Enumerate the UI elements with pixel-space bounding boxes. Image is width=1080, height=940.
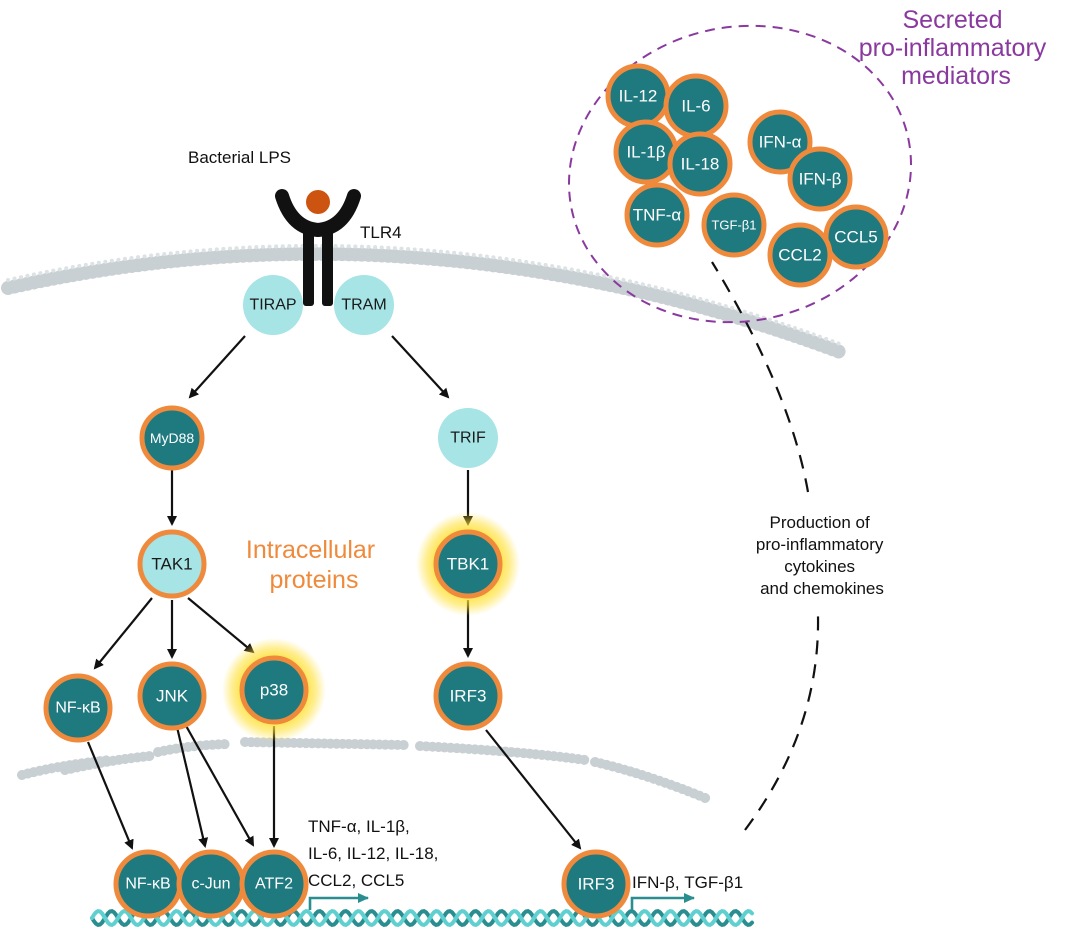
signaling-arrows [86, 335, 582, 850]
secreted-mediators-region [568, 24, 912, 324]
tbk1-node: TBK1 [416, 512, 520, 616]
irf3-node: IRF3 [433, 661, 503, 731]
svg-text:CCL2: CCL2 [778, 246, 821, 265]
il12-node: IL-12 [605, 63, 671, 129]
svg-text:IL-12: IL-12 [619, 87, 658, 106]
svg-text:p38: p38 [260, 681, 288, 700]
trif-node: TRIF [438, 408, 498, 468]
il18-node: IL-18 [667, 131, 733, 197]
secreted-mediators-label: Secreted pro-inflammatory mediators [859, 6, 1054, 90]
ccl5-node: CCL5 [823, 204, 889, 270]
nuclear-membrane [17, 737, 715, 805]
tlr4-receptor [275, 189, 361, 306]
ifnb-node: IFN-β [787, 146, 853, 212]
irf3-tf-node: IRF3 [561, 849, 631, 919]
p38-node: p38 [222, 638, 326, 742]
svg-text:IRF3: IRF3 [578, 875, 615, 894]
tirap-node: TIRAP [243, 275, 303, 335]
svg-text:IL-1β: IL-1β [626, 143, 665, 162]
svg-text:ATF2: ATF2 [255, 876, 293, 893]
svg-text:IFN-α: IFN-α [759, 133, 802, 152]
il6-node: IL-6 [663, 73, 729, 139]
svg-text:TIRAP: TIRAP [249, 297, 296, 314]
production-label: Production of pro-inflammatory cytokines… [756, 513, 888, 598]
svg-text:TBK1: TBK1 [447, 555, 490, 574]
cjun-tf-node: c-Jun [176, 849, 246, 919]
ccl2-node: CCL2 [767, 222, 833, 288]
secretion-dashed-arrow [711, 261, 820, 831]
nfkb-node: NF-κB [43, 673, 113, 743]
svg-text:TAK1: TAK1 [151, 555, 192, 574]
jnk-node: JNK [137, 661, 207, 731]
tgfb1-node: TGF-β1 [701, 192, 767, 258]
tram-node: TRAM [334, 275, 394, 335]
intracellular-proteins-label: Intracellular proteins [246, 536, 382, 594]
transcription-arrows [308, 893, 695, 910]
plasma-membrane [1, 243, 847, 359]
bacterial-lps-label: Bacterial LPS [188, 148, 291, 167]
svg-text:CCL5: CCL5 [834, 228, 877, 247]
svg-text:JNK: JNK [156, 687, 189, 706]
target-genes-right: IFN-β, TGF-β1 [632, 873, 743, 892]
svg-text:MyD88: MyD88 [150, 430, 195, 446]
myd88-node: MyD88 [139, 405, 205, 471]
dna-strand [90, 908, 754, 928]
svg-text:TGF-β1: TGF-β1 [711, 218, 756, 233]
tnfa-node: TNF-α [624, 182, 690, 248]
il1b-node: IL-1β [613, 119, 679, 185]
tlr4-label: TLR4 [360, 223, 402, 242]
svg-text:TRIF: TRIF [450, 430, 486, 447]
svg-text:IL-6: IL-6 [681, 97, 710, 116]
tak1-node: TAK1 [137, 529, 207, 599]
svg-text:IFN-β: IFN-β [799, 170, 842, 189]
svg-text:TRAM: TRAM [341, 297, 386, 314]
lps-molecule [306, 190, 330, 214]
atf2-tf-node: ATF2 [239, 849, 309, 919]
nfkb-tf-node: NF-κB [113, 849, 183, 919]
svg-text:IL-18: IL-18 [681, 155, 720, 174]
svg-text:NF-κB: NF-κB [55, 700, 100, 717]
ifna-node: IFN-α [747, 109, 813, 175]
target-genes-left: TNF-α, IL-1β, IL-6, IL-12, IL-18, CCL2, … [308, 817, 443, 890]
svg-text:c-Jun: c-Jun [191, 876, 230, 893]
svg-text:TNF-α: TNF-α [633, 206, 682, 225]
svg-text:IRF3: IRF3 [450, 687, 487, 706]
svg-text:NF-κB: NF-κB [125, 876, 170, 893]
